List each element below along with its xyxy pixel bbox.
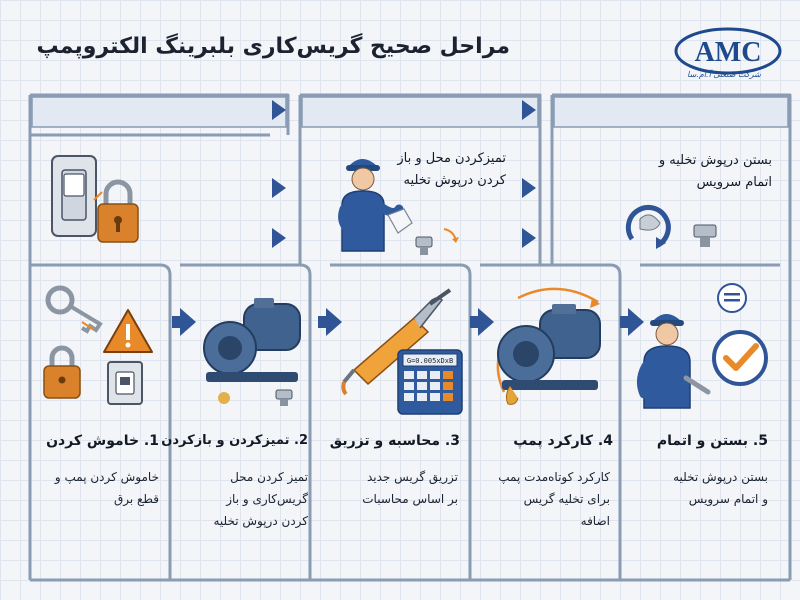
step-2-title: 2. تمیزکردن و بازکردن [161, 433, 308, 448]
amc-logo: AMC [674, 27, 782, 75]
step2-pump-illustration [203, 298, 301, 406]
calculator-icon: G=0.005xDxB [397, 349, 463, 415]
worker-cleaning-illustration [338, 159, 433, 255]
top-caption-clean: تمیزکردن محل و باز کردن درپوش تخلیه [397, 151, 506, 188]
cleaning-cloth-icon [387, 208, 413, 234]
step-arrow [470, 308, 494, 336]
flow-arrow [522, 178, 536, 198]
checkmark-icon [712, 330, 768, 386]
worker-icon [636, 314, 691, 409]
page-title: مراحل صحیح گریس‌کاری بلبرینگ الکتروپمپ [36, 34, 510, 59]
light-switch-icon [51, 155, 97, 237]
step-arrow [318, 308, 342, 336]
flow-arrow [272, 178, 286, 198]
top-caption-close: بستن درپوش تخلیه و اتمام سرویس [658, 153, 772, 190]
drain-plug-icon [275, 389, 293, 406]
step3-grease-calculator-illustration: G=0.005xDxB [341, 288, 463, 415]
step-4-desc: کارکرد کوتاه‌مدت پمپ برای تخلیه گریس اضا… [498, 470, 610, 528]
step-3-title: 3. محاسبه و تزریق [329, 433, 460, 449]
worker-icon [338, 159, 404, 252]
drain-plug-icon [693, 224, 717, 247]
step1-illustration [43, 285, 153, 405]
step-arrow [172, 308, 196, 336]
drain-plug-icon [415, 236, 433, 255]
power-switch-icon [107, 361, 143, 405]
calculator-display: G=0.005xDxB [407, 357, 453, 365]
document-icon [717, 283, 747, 313]
padlock-icon [43, 345, 81, 399]
flow-arrow [272, 228, 286, 248]
step5-worker-check-illustration [636, 283, 768, 409]
wrench-icon [683, 375, 711, 395]
padlock-icon [97, 179, 139, 243]
pump-icon [497, 304, 601, 390]
step-5-desc: بستن درپوش تخلیه و اتمام سرویس [673, 470, 768, 506]
grease-drop-icon [218, 392, 230, 404]
curved-arrow-icon [443, 228, 459, 243]
pump-icon [203, 298, 301, 382]
step4-running-pump-illustration [496, 287, 601, 405]
flow-arrow [272, 100, 286, 120]
flow-arrow [522, 100, 536, 120]
step-arrow [620, 308, 644, 336]
flow-arrow [522, 228, 536, 248]
grease-gun-icon [341, 288, 452, 396]
key-icon [45, 285, 103, 334]
light-switch-lock-illustration [51, 155, 139, 243]
rotate-arrow-icon [625, 205, 671, 249]
step-3-desc: تزریق گریس جدید بر اساس محاسبات [362, 470, 458, 506]
warning-triangle-icon [103, 309, 153, 353]
step-5-title: 5. بستن و اتمام [656, 433, 768, 449]
step-1-title: 1. خاموش کردن [46, 433, 159, 449]
logo-subtitle: شرکت صنعتی آ.ام.سا [687, 70, 761, 79]
step-1-desc: خاموش کردن پمپ و قطع برق [54, 470, 159, 506]
grease-drip-icon [505, 385, 519, 405]
close-cap-illustration [625, 205, 717, 249]
logo-text: AMC [695, 37, 762, 68]
step-4-title: 4. کارکرد پمپ [513, 433, 613, 449]
step-2-desc: تمیز کردن محل گریس‌کاری و باز کردن درپوش… [213, 470, 308, 528]
